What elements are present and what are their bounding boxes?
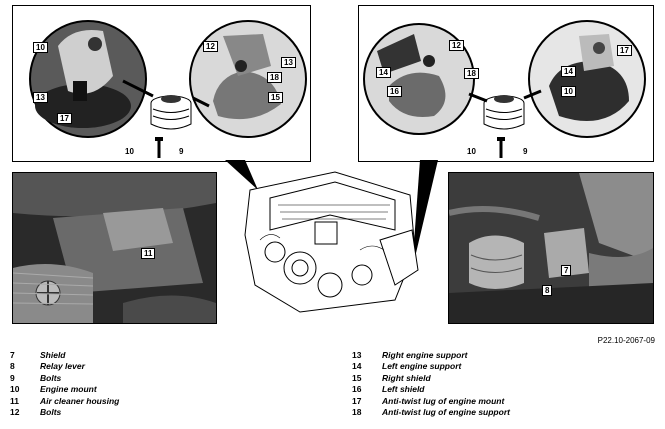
legend-item: 15 Right shield [352,372,652,384]
legend-number: 7 [10,349,15,360]
legend-right: 13 Right engine support 14 Left engine sup… [352,349,652,418]
callout-12: 12 [449,40,464,51]
callout-11: 11 [141,248,156,259]
top-right-detail-drawing [363,20,646,158]
legend-text: Bolts [40,407,62,418]
engine-bay-photo-left [13,173,216,323]
callout-17: 17 [617,45,632,56]
legend-text: Right engine support [382,349,468,360]
label-9: 9 [523,147,528,156]
pointer-wedge-right [412,160,438,270]
legend-number: 8 [10,361,15,372]
legend-text: Bolts [40,372,62,383]
callout-15: 15 [268,92,283,103]
legend-item: 11 Air cleaner housing [10,395,310,407]
callout-16: 16 [387,86,402,97]
top-left-detail-drawing [29,20,307,158]
reference-code: P22.10-2067-09 [597,336,655,345]
callout-10: 10 [33,42,48,53]
legend-text: Anti-twist lug of engine mount [382,395,505,406]
top-right-detail-panel: 12 18 14 16 17 14 10 10 9 [358,5,654,162]
legend-item: 16 Left shield [352,384,652,396]
legend-number: 14 [352,361,362,372]
legend-item: 17 Anti-twist lug of engine mount [352,395,652,407]
legend-number: 16 [352,384,362,395]
legend-text: Right shield [382,372,431,383]
legend-text: Shield [40,349,66,360]
callout-18: 18 [464,68,479,79]
bottom-right-photo-panel: 7 8 [448,172,654,324]
legend-text: Engine mount [40,384,97,395]
legend-item: 13 Right engine support [352,349,652,361]
callout-14: 14 [561,66,576,77]
legend-text: Air cleaner housing [40,395,120,406]
pointer-wedge-left [225,160,258,190]
legend-number: 11 [10,395,19,406]
legend-item: 10 Engine mount [10,384,310,396]
legend-number: 17 [352,395,362,406]
legend-text: Left shield [382,384,425,395]
label-9: 9 [179,147,184,156]
bottom-left-photo-panel: 11 [12,172,217,324]
legend-text: Relay lever [40,361,85,372]
legend-item: 8 Relay lever [10,361,310,373]
legend-number: 18 [352,407,362,418]
callout-17: 17 [57,113,72,124]
legend-number: 10 [10,384,20,395]
legend-item: 14 Left engine support [352,361,652,373]
legend-number: 13 [352,349,362,360]
legend-text: Anti-twist lug of engine support [382,407,510,418]
legend-number: 9 [10,372,15,383]
legend-item: 12 Bolts [10,407,310,419]
legend-item: 18 Anti-twist lug of engine support [352,407,652,419]
legend-number: 12 [10,407,20,418]
callout-8: 8 [542,285,553,296]
label-10: 10 [125,147,134,156]
legend-number: 15 [352,372,362,383]
callout-13: 13 [281,57,296,68]
callout-13: 13 [33,92,48,103]
engine-mount-photo-right [449,173,653,323]
legend-item: 9 Bolts [10,372,310,384]
callout-12: 12 [203,41,218,52]
callout-7: 7 [561,265,572,276]
callout-18: 18 [267,72,282,83]
legend-text: Left engine support [382,361,462,372]
callout-14: 14 [376,67,391,78]
top-left-detail-panel: 10 13 17 12 13 18 15 10 9 [12,5,311,162]
legend-item: 7 Shield [10,349,310,361]
label-10: 10 [467,147,476,156]
callout-10: 10 [561,86,576,97]
